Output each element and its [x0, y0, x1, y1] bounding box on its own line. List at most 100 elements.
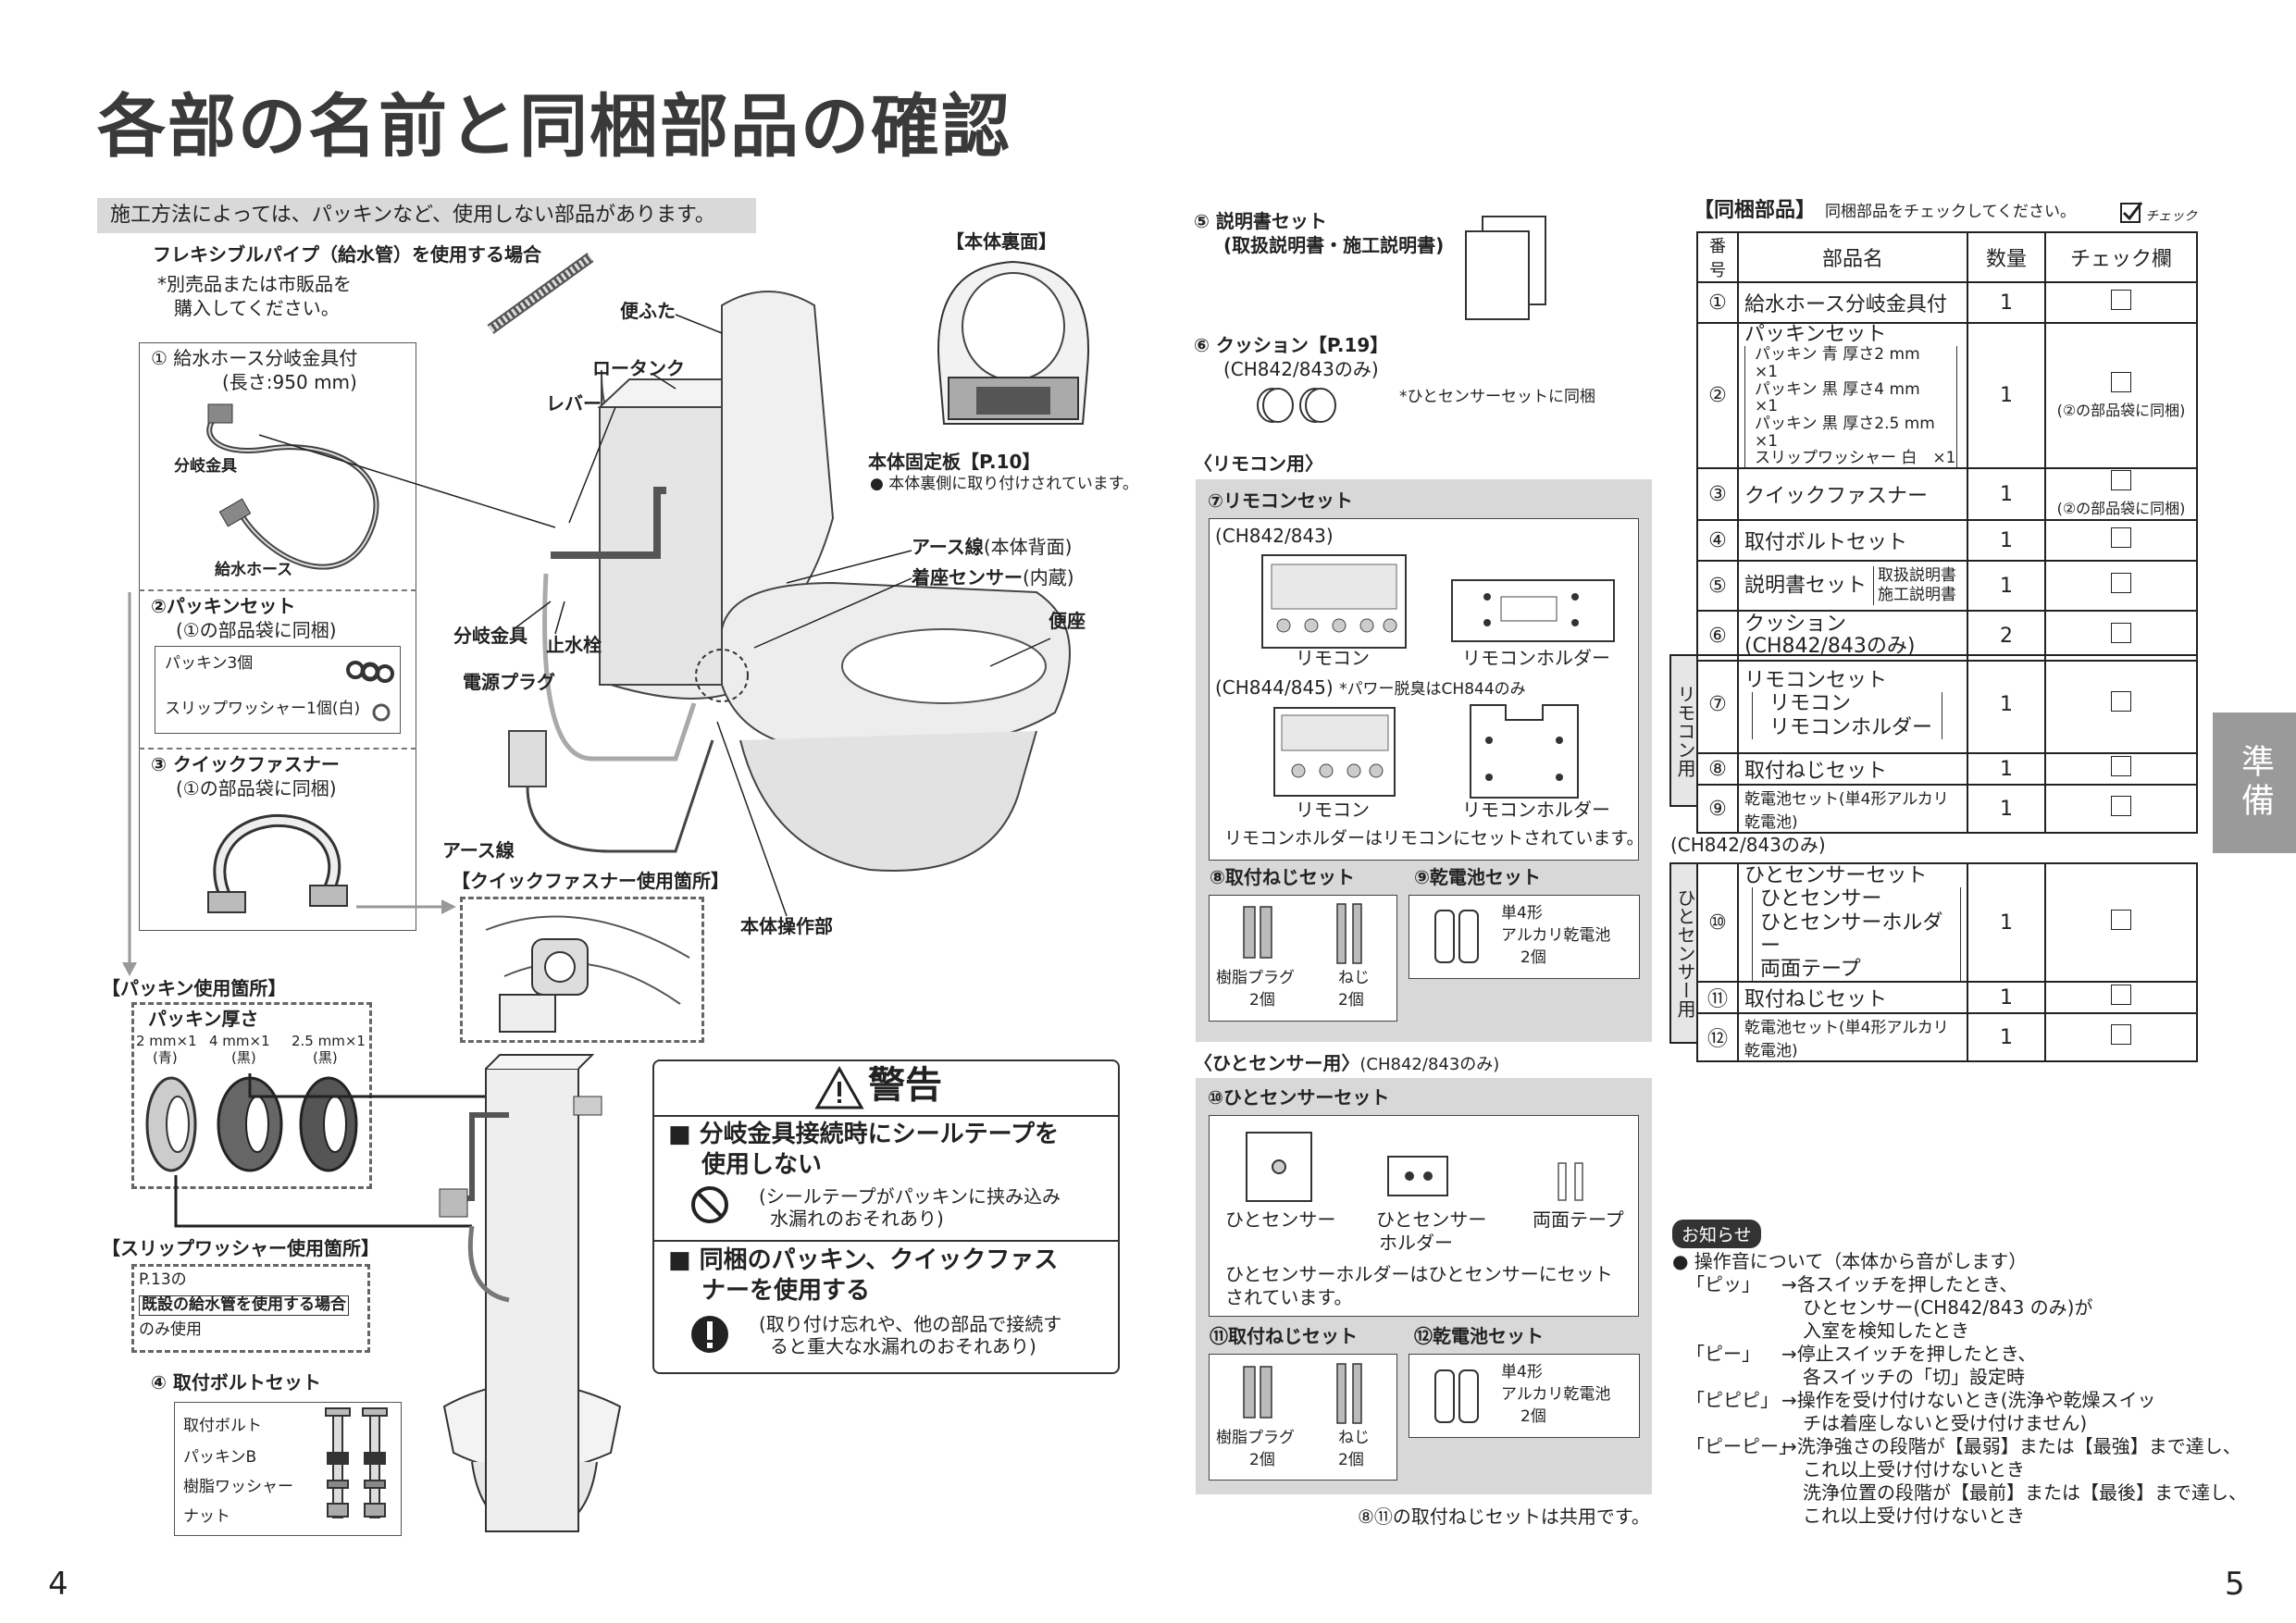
tape-label: 両面テープ [1533, 1208, 1624, 1231]
tape-icon [1558, 1162, 1583, 1201]
battery-desc: アルカリ乾電池 [1501, 926, 1611, 945]
holder-label: リモコンホルダー [1462, 799, 1610, 821]
color-blue: (青) [153, 1049, 178, 1066]
page-title: 各部の名前と同梱部品の確認 [97, 87, 1011, 167]
slip1: スリップワッシャー1個(白) [165, 700, 361, 718]
table-row: ② パッキンセット パッキン 青 厚さ2 mm ×1 パッキン 黒 厚さ4 mm… [1696, 322, 2198, 469]
slip-use-label: 【スリップワッシャー使用箇所】 [102, 1237, 379, 1259]
manual-sub: (取扱説明書・施工説明書) [1223, 234, 1445, 256]
color-black: (黒) [231, 1049, 256, 1066]
label-chakuza: 着座センサー(内蔵) [912, 566, 1074, 588]
plug-label: 樹脂プラグ [1216, 1429, 1295, 1447]
sensor-label: ひとセンサー [1225, 1208, 1336, 1231]
battery-icon [1434, 910, 1479, 963]
plug-qty: 2個 [1249, 1451, 1275, 1469]
slip-only: のみ使用 [139, 1320, 202, 1339]
label-benza: 便座 [1049, 610, 1086, 632]
quick-use-label: 【クイックファスナー使用箇所】 [452, 870, 729, 892]
sensor-table-caption: (CH842/843のみ) [1670, 834, 1826, 856]
thick-2mm: 2 mm×1 [136, 1033, 197, 1049]
battery-desc: 単4形 [1501, 904, 1543, 923]
remocon-table: ⑦ リモコンセット リモコンリモコンホルダー 1 ⑧ 取付ねじセット 1 ⑨ 乾… [1696, 654, 2198, 834]
warning-item1: ■ 分岐金具接続時にシールテープを [668, 1121, 1060, 1148]
check-box[interactable] [2111, 910, 2131, 931]
screw2-title: ⑪取付ねじセット [1210, 1325, 1358, 1347]
prohibition-icon [691, 1186, 728, 1223]
check-box[interactable] [2111, 290, 2131, 310]
neji-qty: 2個 [1338, 991, 1364, 1010]
parts-table-title: 【同梱部品】 [1694, 199, 1817, 222]
toilet-back-illustration [937, 260, 1089, 425]
remocon-label: リモコン [1296, 799, 1370, 821]
packing-rings-illustration [145, 1076, 358, 1172]
warning-title: 警告 [868, 1064, 942, 1107]
warning-note2: (取り付け忘れや、他の部品で接続す [759, 1313, 1062, 1335]
common-note: ⑧⑪の取付ねじセットは共用です。 [1358, 1505, 1650, 1528]
remocon-holder-icon [1470, 704, 1579, 799]
packing-title: ②パッキンセット [151, 595, 296, 617]
cushion-title: ⑥ クッション【P.19】 [1194, 334, 1389, 356]
check-box[interactable] [2111, 691, 2131, 712]
hose-illustration [206, 403, 379, 570]
notice-line: 入室を検知したとき [1803, 1319, 1969, 1342]
notice-sound: 「ピー」 [1686, 1343, 1760, 1365]
table-header: 部品名 [1737, 231, 1968, 283]
divider [652, 1240, 1120, 1242]
flexible-pipe-illustration [487, 253, 594, 334]
sensor-icon [1246, 1132, 1312, 1202]
notice-sound: 「ピーピー」 [1686, 1435, 1797, 1457]
table-header: 数量 [1967, 231, 2046, 283]
check-box[interactable] [2111, 573, 2131, 593]
parts-table: 番号 部品名 数量 チェック欄 ① 給水ホース分岐金具付 1 ② パッキンセット… [1696, 231, 2198, 662]
checkbox-check-icon [2120, 202, 2143, 223]
holder-note: リモコンホルダーはリモコンにセットされています。 [1224, 828, 1644, 849]
cushion-note: *ひとセンサーセットに同梱 [1399, 388, 1595, 406]
warning-item2: ■ 同梱のパッキン、クイックファス [668, 1246, 1059, 1274]
model-a: (CH842/843) [1215, 525, 1334, 547]
connection-lines [174, 1073, 518, 1228]
battery2-title: ⑫乾電池セット [1414, 1325, 1544, 1347]
lead-note: 施工方法によっては、パッキンなど、使用しない部品があります。 [97, 198, 756, 233]
sensor-table: ⑩ ひとセンサーセット ひとセンサーひとセンサーホルダー両面テープ 1 ⑪ 取付… [1696, 861, 2198, 1063]
table-row: ⑤ 説明書セット 取扱説明書 施工説明書 1 [1696, 560, 2198, 612]
thick-4mm: 4 mm×1 [209, 1033, 270, 1049]
page-number-left: 4 [48, 1566, 68, 1603]
arrow-icon [122, 592, 137, 976]
packing-box [155, 646, 401, 734]
slip-use-box [131, 1264, 370, 1353]
cushion-icon [1257, 388, 1336, 423]
quick-use-illustration [485, 915, 690, 1033]
model-b: (CH844/845) *パワー脱臭はCH844のみ [1215, 676, 1526, 699]
check-box[interactable] [2111, 756, 2131, 776]
warning-note1: 水漏れのおそれあり) [770, 1208, 944, 1230]
notice-line: 各スイッチの「切」設定時 [1803, 1366, 2025, 1388]
quick-title: ③ クイックファスナー [151, 753, 340, 775]
bunki-label: 分岐金具 [174, 457, 237, 476]
table-row: ⑩ ひとセンサーセット ひとセンサーひとセンサーホルダー両面テープ 1 [1696, 861, 2198, 984]
notice-line: これ以上受け付けないとき [1803, 1505, 2025, 1527]
sensor-holder-label: ひとセンサー [1376, 1208, 1487, 1231]
mandatory-icon [691, 1316, 728, 1353]
bolt-illustration [325, 1407, 388, 1518]
sensor-holder-icon [1387, 1156, 1448, 1196]
label-earth: アース線 [442, 839, 515, 861]
check-box[interactable] [2111, 371, 2131, 392]
check-box[interactable] [2111, 470, 2131, 490]
check-box[interactable] [2111, 527, 2131, 548]
warning-triangle-icon [814, 1065, 864, 1109]
check-box[interactable] [2111, 623, 2131, 643]
check-box[interactable] [2111, 1024, 2131, 1046]
check-box[interactable] [2111, 796, 2131, 816]
notice-line: ひとセンサー(CH842/843 のみ)が [1803, 1296, 2093, 1319]
neji-label: ねじ [1338, 1429, 1370, 1447]
plug-qty: 2個 [1249, 991, 1275, 1010]
divider [139, 748, 416, 750]
check-box[interactable] [2111, 985, 2131, 1006]
warning-item2: ナーを使用する [701, 1277, 871, 1305]
table-row: ⑦ リモコンセット リモコンリモコンホルダー 1 [1696, 654, 2198, 754]
flexpipe-title: フレキシブルパイプ（給水管）を使用する場合 [153, 243, 541, 266]
sensor-holder-label: ホルダー [1379, 1232, 1453, 1254]
bolt-part: ナット [183, 1507, 230, 1526]
battery-title: ⑨乾電池セット [1414, 866, 1541, 888]
table-header: チェック欄 [2044, 231, 2198, 283]
